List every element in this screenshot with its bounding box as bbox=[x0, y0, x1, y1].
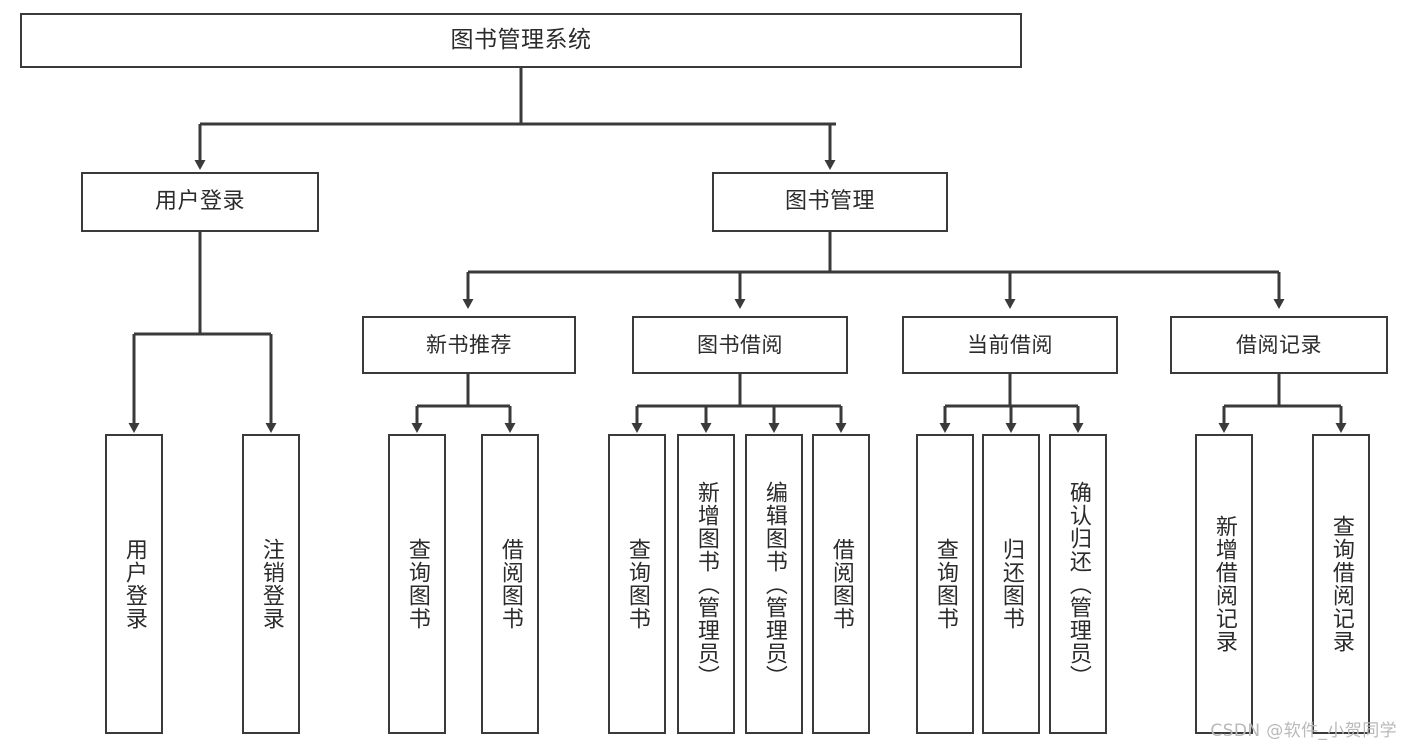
node-borrow-record[interactable]: 借阅记录 bbox=[1170, 316, 1388, 374]
node-label: 借阅图书 bbox=[828, 538, 854, 630]
node-label: 查询图书 bbox=[404, 538, 430, 630]
node-label: 图书管理系统 bbox=[450, 26, 592, 53]
node-label: 查询图书 bbox=[932, 538, 958, 630]
node-current-borrow[interactable]: 当前借阅 bbox=[902, 316, 1118, 374]
leaf-return-book[interactable]: 归还图书 bbox=[982, 434, 1040, 734]
node-label: 查询图书 bbox=[624, 538, 650, 630]
leaf-query-book-borrow[interactable]: 查询图书 bbox=[608, 434, 666, 734]
leaf-add-book-admin[interactable]: 新增图书（管理员） bbox=[677, 434, 735, 734]
leaf-user-login[interactable]: 用户登录 bbox=[105, 434, 163, 734]
node-label: 查询借阅记录 bbox=[1328, 515, 1354, 653]
node-label: 新增图书（管理员） bbox=[693, 480, 719, 688]
node-root-system[interactable]: 图书管理系统 bbox=[20, 13, 1022, 68]
node-label: 借阅记录 bbox=[1236, 332, 1322, 357]
node-label: 注销登录 bbox=[258, 538, 284, 630]
node-label: 用户登录 bbox=[121, 538, 147, 630]
node-book-management[interactable]: 图书管理 bbox=[712, 172, 948, 232]
node-user-login[interactable]: 用户登录 bbox=[81, 172, 319, 232]
node-label: 确认归还（管理员） bbox=[1065, 480, 1091, 688]
leaf-borrow-book[interactable]: 借阅图书 bbox=[812, 434, 870, 734]
node-label: 图书管理 bbox=[784, 189, 875, 215]
node-new-book-recommend[interactable]: 新书推荐 bbox=[362, 316, 576, 374]
leaf-borrow-book-recommend[interactable]: 借阅图书 bbox=[481, 434, 539, 734]
node-label: 当前借阅 bbox=[967, 332, 1053, 357]
node-book-borrow[interactable]: 图书借阅 bbox=[632, 316, 848, 374]
leaf-query-book-current[interactable]: 查询图书 bbox=[916, 434, 974, 734]
node-label: 归还图书 bbox=[998, 538, 1024, 630]
leaf-logout-login[interactable]: 注销登录 bbox=[242, 434, 300, 734]
node-label: 编辑图书（管理员） bbox=[761, 480, 787, 688]
node-label: 用户登录 bbox=[154, 189, 245, 215]
node-label: 借阅图书 bbox=[497, 538, 523, 630]
leaf-query-borrow-record[interactable]: 查询借阅记录 bbox=[1312, 434, 1370, 734]
node-label: 新书推荐 bbox=[426, 332, 512, 357]
leaf-edit-book-admin[interactable]: 编辑图书（管理员） bbox=[745, 434, 803, 734]
leaf-confirm-return-admin[interactable]: 确认归还（管理员） bbox=[1049, 434, 1107, 734]
watermark-text: CSDN @软件_小贺同学 bbox=[1210, 721, 1397, 741]
node-label: 图书借阅 bbox=[697, 332, 783, 357]
node-label: 新增借阅记录 bbox=[1211, 515, 1237, 653]
leaf-query-book-recommend[interactable]: 查询图书 bbox=[388, 434, 446, 734]
leaf-add-borrow-record[interactable]: 新增借阅记录 bbox=[1195, 434, 1253, 734]
